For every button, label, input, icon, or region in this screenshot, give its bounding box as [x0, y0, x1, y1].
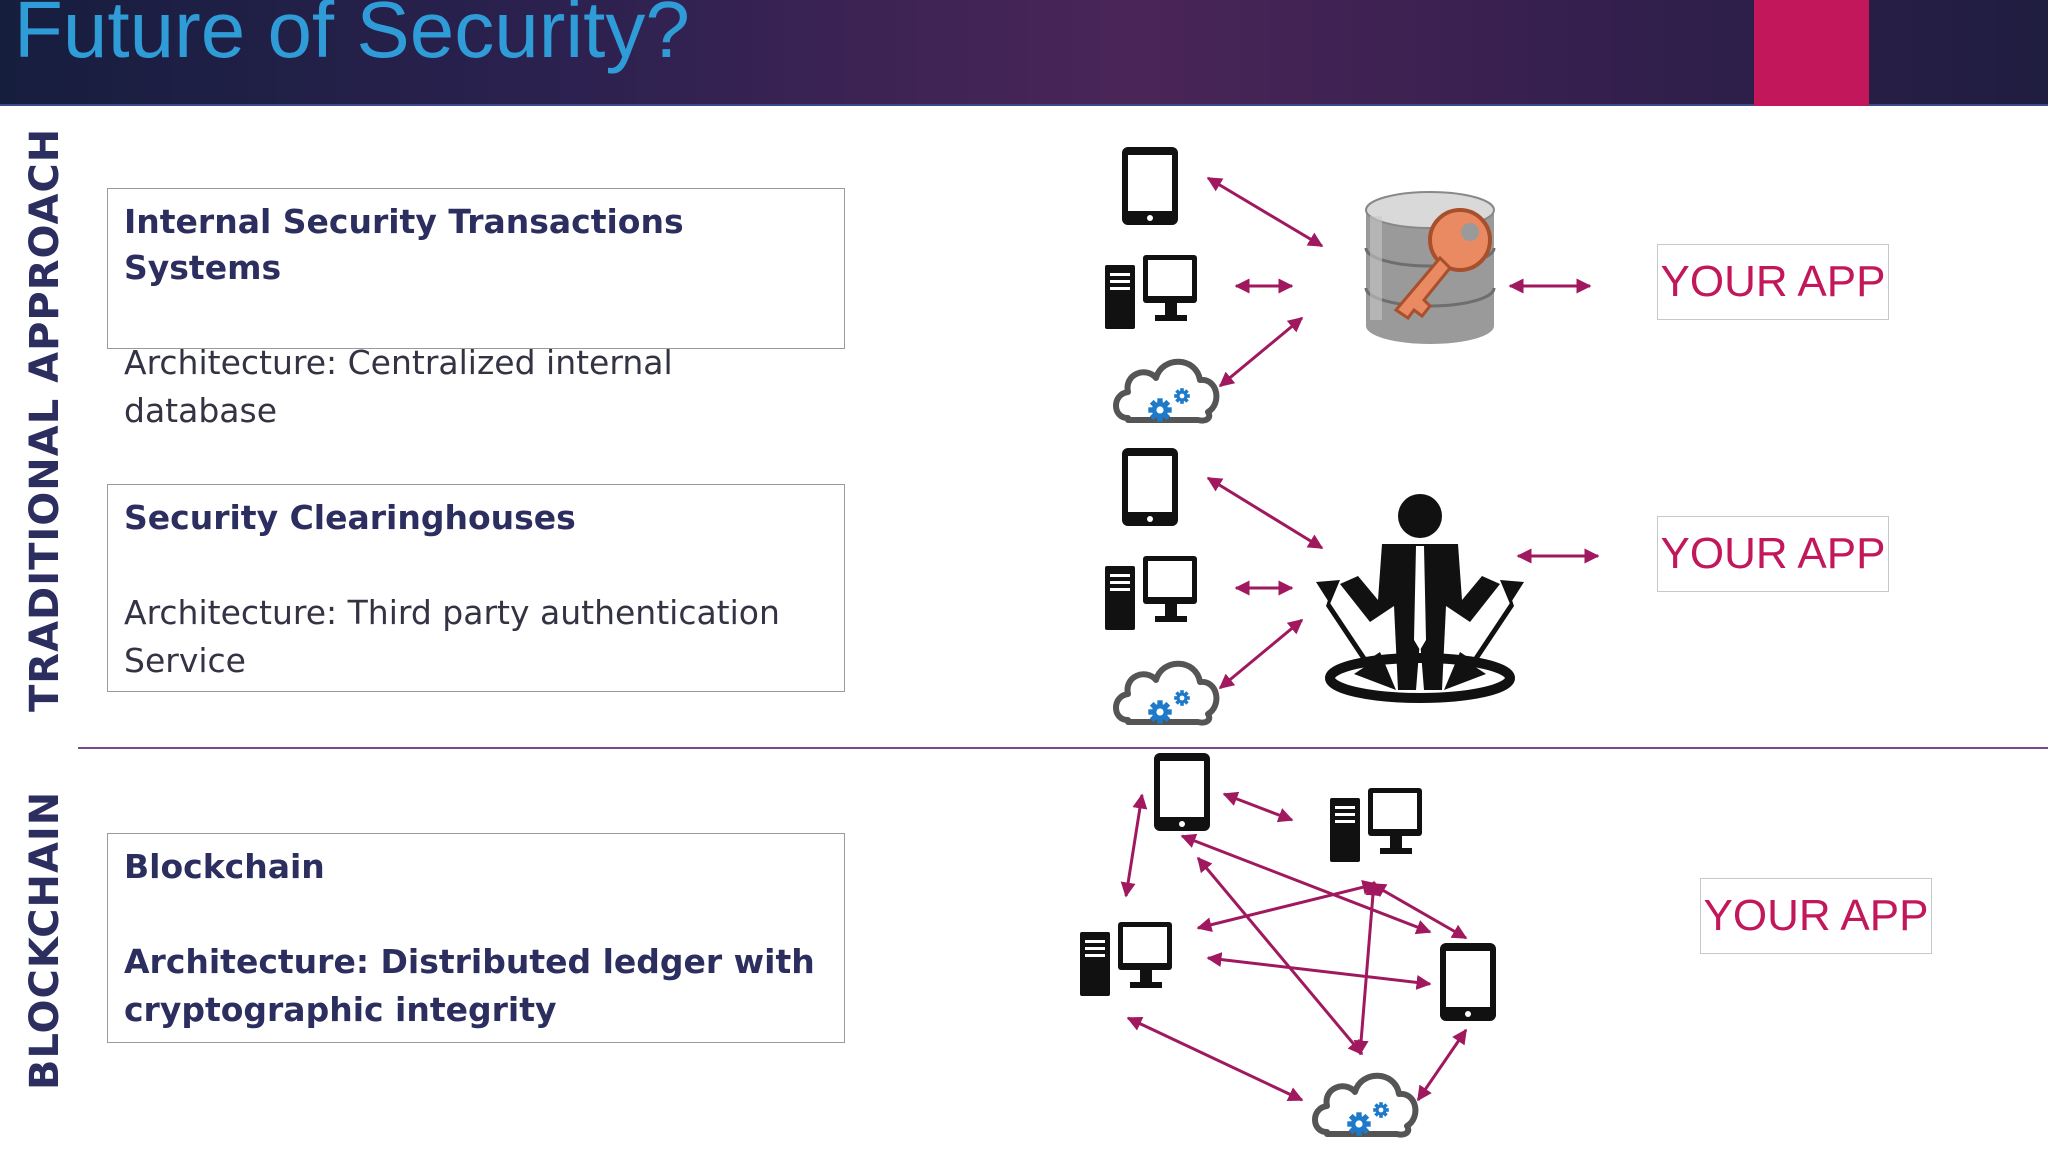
cloud-gear-icon — [1116, 362, 1216, 422]
box-architecture: Architecture: Centralized internal datab… — [124, 343, 673, 430]
your-app-box-3: YOUR APP — [1700, 878, 1932, 954]
clearinghouse-box: Security Clearinghouses Architecture: Th… — [107, 484, 845, 692]
header-bar — [0, 0, 2048, 106]
desktop-computer-icon — [1105, 255, 1197, 329]
slide-title: Future of Security? — [14, 0, 690, 74]
your-app-box-1: YOUR APP — [1657, 244, 1889, 320]
box-title: Security Clearinghouses — [124, 498, 576, 537]
tablet-icon — [1440, 943, 1496, 1021]
box-title: Blockchain — [124, 847, 325, 886]
internal-security-box: Internal Security Transactions Systems A… — [107, 188, 845, 430]
desktop-computer-icon — [1330, 788, 1422, 862]
blockchain-box: Blockchain Architecture: Distributed led… — [107, 833, 845, 1043]
box-title: Internal Security Transactions Systems — [124, 202, 684, 287]
connection-arrows — [1120, 176, 1600, 1102]
desktop-computer-icon — [1105, 556, 1197, 630]
tablet-icon — [1122, 448, 1178, 526]
desktop-computer-icon — [1080, 922, 1172, 996]
box-architecture: Architecture: Third party authentication… — [124, 593, 780, 680]
cloud-gear-icon — [1116, 664, 1216, 724]
header-accent-block — [1754, 0, 1869, 106]
tablet-icon — [1122, 147, 1178, 225]
header-underline — [0, 104, 2048, 106]
database-key-icon — [1364, 191, 1496, 344]
tablet-icon — [1154, 753, 1210, 831]
box-architecture: Architecture: Distributed ledger with cr… — [124, 942, 815, 1029]
your-app-box-2: YOUR APP — [1657, 516, 1889, 592]
section-divider — [78, 747, 2048, 749]
cloud-gear-icon — [1315, 1076, 1415, 1136]
clearinghouse-person-icon — [1316, 494, 1524, 703]
